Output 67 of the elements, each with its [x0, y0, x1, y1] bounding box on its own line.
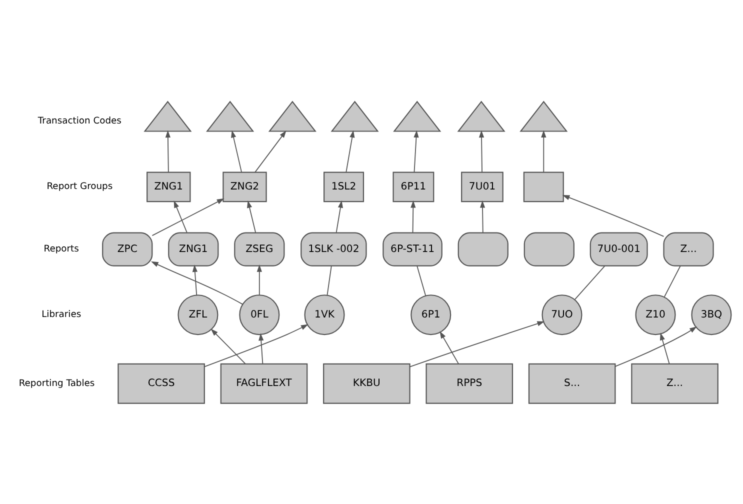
node-box: Z...	[663, 232, 714, 266]
arrow	[256, 264, 262, 295]
node-box: 7U01	[461, 171, 504, 202]
node-box: RPPS	[426, 362, 514, 404]
arrow	[192, 264, 198, 296]
arrow	[254, 130, 286, 172]
node-box: ZSEG	[234, 232, 285, 266]
arrow	[336, 200, 343, 232]
node-box: KKBU	[323, 362, 410, 404]
node-box: 7U0-001	[590, 232, 648, 266]
connector	[416, 264, 426, 296]
arrow	[440, 330, 459, 364]
node-triangle	[457, 100, 506, 132]
node-box: S...	[528, 362, 616, 404]
arrow	[210, 328, 246, 364]
node-box: ZNG2	[222, 171, 267, 202]
label: Reporting Tables	[18, 377, 95, 388]
arrow	[247, 200, 256, 232]
arrow	[174, 200, 188, 232]
node-circle: 3BQ	[691, 294, 732, 335]
node-box	[524, 232, 574, 266]
arrow	[541, 130, 546, 172]
node-box: 6P11	[392, 171, 434, 202]
node-box	[458, 232, 508, 266]
connector	[326, 265, 332, 296]
node-triangle	[330, 100, 379, 132]
label: Libraries	[42, 308, 82, 320]
node-circle: 1VK	[304, 294, 345, 335]
label: Reports	[44, 243, 79, 254]
arrow	[231, 130, 242, 172]
label: Report Groups	[46, 180, 113, 192]
arrow	[258, 332, 264, 364]
arrow	[480, 200, 486, 232]
node-circle: 0FL	[239, 294, 280, 335]
arrow	[152, 198, 224, 236]
node-circle: 6P1	[410, 294, 452, 335]
node-circle: 7UO	[542, 294, 582, 335]
arrow	[346, 130, 355, 172]
node-box: ZNG1	[168, 232, 219, 266]
node-triangle	[520, 100, 568, 132]
node-triangle	[268, 100, 316, 132]
node-box: ZPC	[102, 232, 153, 266]
arrow	[410, 200, 416, 232]
node-box	[523, 171, 564, 202]
arrow	[414, 130, 419, 172]
arrow	[614, 326, 697, 366]
arrow	[409, 320, 545, 367]
node-triangle	[393, 100, 442, 132]
connector	[574, 265, 606, 300]
arrow	[660, 332, 670, 364]
node-box: 1SL2	[324, 171, 364, 202]
node-circle: Z10	[635, 294, 676, 335]
node-box: ZNG1	[146, 171, 191, 202]
node-box: 1SLK -002	[300, 232, 367, 266]
node-box: 6P-ST-11	[382, 232, 442, 266]
node-box: Z...	[631, 362, 718, 404]
node-triangle	[144, 100, 192, 132]
arrow	[562, 194, 664, 236]
arrow	[204, 324, 308, 367]
arrow	[478, 130, 484, 172]
node-box: CCSS	[118, 362, 205, 404]
node-box: FAGLFLEXT	[220, 362, 308, 404]
arrow	[150, 260, 244, 304]
arrow	[165, 130, 170, 172]
connector	[664, 265, 681, 297]
node-triangle	[206, 100, 254, 132]
label: Transaction Codes	[38, 115, 122, 126]
